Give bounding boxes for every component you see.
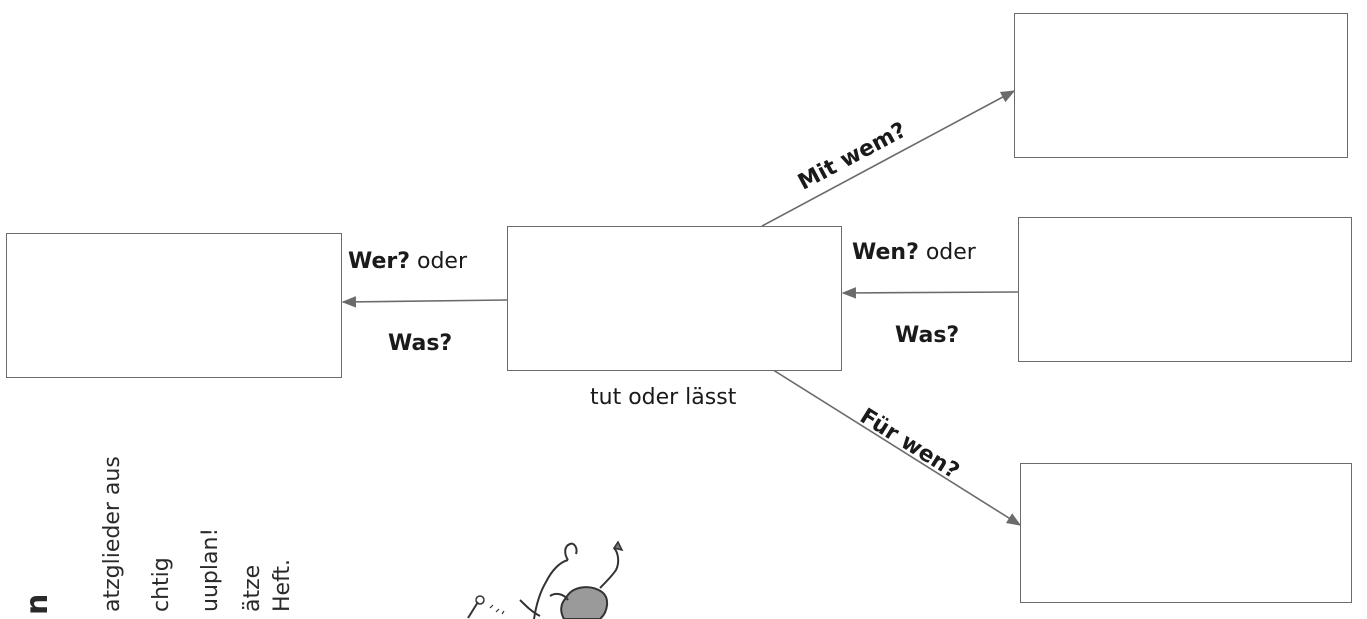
label-wer: Wer? <box>348 249 411 274</box>
answer-box-subject[interactable] <box>6 233 342 378</box>
arrow-center-to-bottom-right <box>769 367 1022 526</box>
arrow-right-to-center <box>841 287 1019 299</box>
answer-box-object[interactable] <box>1018 217 1352 362</box>
label-wen-oder-text: oder <box>918 240 976 265</box>
label-was-left-text: Was? <box>388 331 453 356</box>
label-was-right-text: Was? <box>895 323 960 348</box>
label-was-right: Was? <box>895 323 959 348</box>
side-heading-fragment: n <box>20 593 55 615</box>
label-wer-oder: Wer? oder <box>348 249 467 274</box>
side-text-line-4: ätze <box>240 564 265 612</box>
label-tut-oder-laesst-text: tut oder lässt <box>590 385 737 410</box>
answer-box-mit-wem[interactable] <box>1014 13 1348 158</box>
label-was-left: Was? <box>388 331 452 356</box>
answer-box-fuer-wen[interactable] <box>1020 463 1352 603</box>
answer-box-predicate[interactable] <box>507 226 842 371</box>
arrow-center-to-top-right <box>761 90 1016 227</box>
label-tut-oder-laesst: tut oder lässt <box>590 385 736 410</box>
label-wen: Wen? <box>852 240 919 265</box>
side-text-line-2: chtig <box>149 557 174 612</box>
label-wen-oder: Wen? oder <box>852 240 976 265</box>
side-text-line-1: atzglieder aus <box>100 456 125 612</box>
arrow-center-to-left <box>341 296 508 308</box>
side-text-line-3: uuplan! <box>198 527 223 612</box>
worker-character-illustration <box>467 540 624 619</box>
label-wer-oder-text: oder <box>410 249 468 274</box>
side-text-line-5: Heft. <box>270 558 295 612</box>
